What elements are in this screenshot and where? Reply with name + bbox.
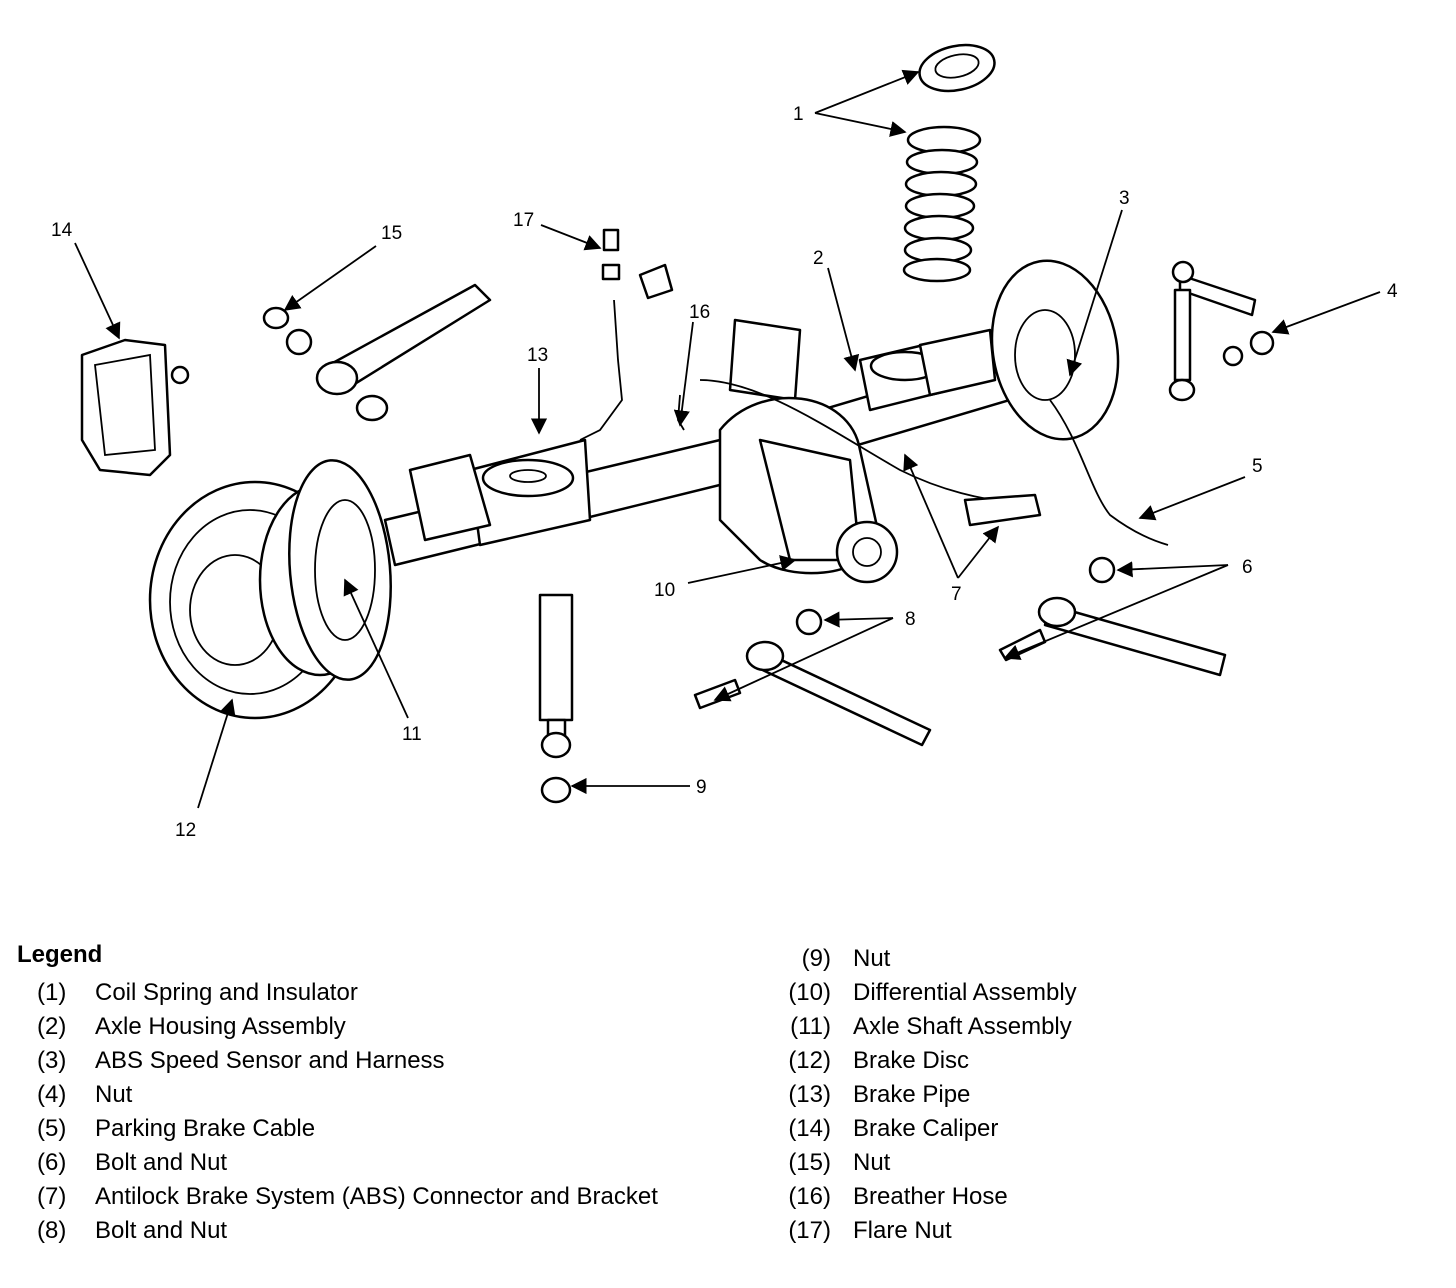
brake-caliper [80,338,190,477]
callout-17: 17 [513,210,534,231]
legend-item-label: Bolt and Nut [95,1217,228,1244]
legend-item-label: Axle Housing Assembly [95,1013,346,1040]
legend-item: (15) Nut [779,1146,1439,1180]
legend-item: (16) Breather Hose [779,1180,1439,1214]
abs-bracket [963,493,1042,527]
callout-16: 16 [689,302,710,323]
legend-item-number: (1) [37,979,67,1006]
legend-item-number: (4) [37,1081,67,1108]
callout-2: 2 [813,248,824,269]
callout-10: 10 [654,580,675,601]
legend-item-label: Antilock Brake System (ABS) Connector an… [95,1183,658,1210]
legend-item-label: Nut [853,1149,891,1176]
axle-housing [383,318,1062,567]
abs-harness [699,379,1031,506]
legend-item-label: Bolt and Nut [95,1149,228,1176]
legend-item-number: (6) [37,1149,67,1176]
callout-4: 4 [1387,281,1398,302]
callout-11: 11 [402,724,422,745]
legend-item-label: Differential Assembly [853,979,1077,1006]
legend-item-number: (12) [788,1047,831,1074]
legend-item-label: ABS Speed Sensor and Harness [95,1047,445,1074]
legend-item-number: (14) [788,1115,831,1142]
legend-item-number: (2) [37,1013,67,1040]
legend-item-label: Nut [95,1081,133,1108]
legend-item: (9) Nut [779,942,1439,976]
callout-1: 1 [793,104,804,125]
brake-pipe [579,228,674,441]
callout-6: 6 [1242,557,1253,578]
legend-item-label: Breather Hose [853,1183,1008,1210]
legend-item-label: Brake Disc [853,1047,970,1074]
legend-item: (2) Axle Housing Assembly [37,1010,697,1044]
legend-item-number: (8) [37,1217,67,1244]
upper-control-arm [262,283,492,422]
legend-item: (1) Coil Spring and Insulator [37,976,697,1010]
callout-leaders [74,69,1381,809]
legend-item-number: (9) [801,945,831,972]
legend-item-number: (17) [788,1217,831,1244]
legend-item: (13) Brake Pipe [779,1078,1439,1112]
legend-item: (3) ABS Speed Sensor and Harness [37,1044,697,1078]
legend-item-number: (7) [37,1183,67,1210]
legend-item: (7) Antilock Brake System (ABS) Connector… [37,1180,697,1214]
callout-3: 3 [1119,188,1130,209]
legend-item-number: (5) [37,1115,67,1142]
legend-item: (6) Bolt and Nut [37,1146,697,1180]
legend-item-label: Nut [853,945,891,972]
callout-13: 13 [527,345,548,366]
legend-item-label: Brake Pipe [853,1081,971,1108]
rear-axle-exploded-diagram: 1 2 3 4 5 6 7 8 9 10 11 12 13 14 15 16 1… [51,43,1398,841]
spring-insulator [918,43,996,93]
callout-9: 9 [696,777,707,798]
lower-control-arm-left [693,608,932,747]
legend-item: (14) Brake Caliper [779,1112,1439,1146]
legend-item: (11) Axle Shaft Assembly [779,1010,1439,1044]
legend-item: (4) Nut [37,1078,697,1112]
legend-item: (5) Parking Brake Cable [37,1112,697,1146]
callout-12: 12 [175,820,196,841]
callout-5: 5 [1252,456,1263,477]
legend-item: (8) Bolt and Nut [37,1214,697,1248]
legend-left-column: (1) Coil Spring and Insulator (2) Axle Hou… [37,976,697,1248]
backing-plate-right [990,259,1120,441]
legend-item-label: Brake Caliper [853,1115,999,1142]
shock-absorber [538,593,574,804]
legend-item-label: Axle Shaft Assembly [853,1013,1072,1040]
lower-control-arm-right [998,556,1227,677]
legend-item-number: (16) [788,1183,831,1210]
parking-brake-cable [1049,399,1169,546]
legend-item-label: Parking Brake Cable [95,1115,316,1142]
legend-item-number: (11) [790,1013,831,1040]
legend-item-number: (13) [788,1081,831,1108]
coil-spring [902,125,982,283]
callout-15: 15 [381,223,402,244]
legend-item-label: Coil Spring and Insulator [95,979,358,1006]
callout-14: 14 [51,220,73,241]
legend-item-number: (3) [37,1047,67,1074]
callout-7: 7 [951,584,962,605]
legend-item-number: (15) [788,1149,831,1176]
legend-right-column: (9) Nut (10) Differential Assembly (11) Axl… [779,942,1439,1248]
legend-item: (17) Flare Nut [779,1214,1439,1248]
legend-item-number: (10) [788,979,831,1006]
stabilizer-link [1168,260,1275,402]
legend-item: (12) Brake Disc [779,1044,1439,1078]
legend-item-label: Flare Nut [853,1217,952,1244]
differential-assembly [718,396,899,584]
callout-8: 8 [905,609,916,630]
legend-title: Legend [17,941,103,968]
legend-item: (10) Differential Assembly [779,976,1439,1010]
